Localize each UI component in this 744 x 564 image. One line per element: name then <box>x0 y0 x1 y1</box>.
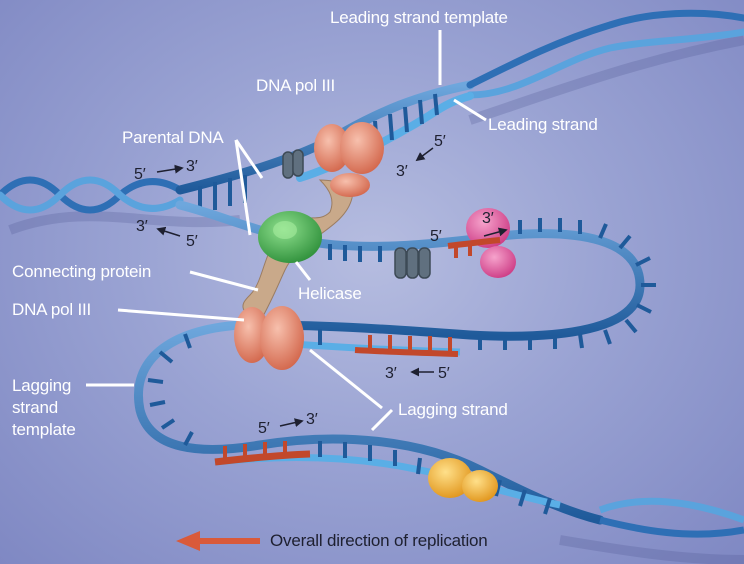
daughter-helix-b <box>598 497 744 524</box>
dna-pol-iii-lagging <box>234 306 304 370</box>
label-leading-strand-template: Leading strand template <box>330 8 508 27</box>
polarity-5-e: 5′ <box>438 365 450 382</box>
primase-primer-rungs <box>454 243 472 258</box>
polarity-3-c: 3′ <box>396 163 408 180</box>
polarity-3-d: 3′ <box>482 210 494 227</box>
polarity-3-a: 3′ <box>186 158 198 175</box>
lower-rungs <box>147 333 552 515</box>
polarity-3-e: 3′ <box>385 365 397 382</box>
label-leading-strand: Leading strand <box>488 115 598 134</box>
polarity-3-f: 3′ <box>306 411 318 428</box>
label-leaders <box>86 30 487 432</box>
overall-direction-arrow <box>176 531 260 551</box>
label-lagging-strand: Lagging strand <box>398 400 508 419</box>
label-parental-dna: Parental DNA <box>122 128 224 147</box>
polarity-5-d: 5′ <box>430 228 442 245</box>
leading-rungs <box>198 93 439 212</box>
polarity-5-c: 5′ <box>434 133 446 150</box>
lagging-loop-rungs <box>328 218 656 350</box>
label-connecting-protein: Connecting protein <box>12 262 152 281</box>
label-dna-pol-iii-top: DNA pol III <box>256 76 336 95</box>
label-dna-pol-iii-left: DNA pol III <box>12 300 92 319</box>
polarity-5-a: 5′ <box>134 166 146 183</box>
polarity-arrows <box>156 147 508 427</box>
ssb-top <box>282 149 304 179</box>
label-lagging-template-line1: Lagging <box>12 376 72 395</box>
okazaki-primer-mid <box>354 347 459 357</box>
label-helicase: Helicase <box>298 284 362 303</box>
polarity-3-b: 3′ <box>136 218 148 235</box>
dna-pol-iii-top <box>314 122 384 197</box>
dna-ligase <box>428 458 498 502</box>
dna-shadow <box>8 35 744 564</box>
lagging-strand-template-loop <box>134 320 605 525</box>
helicase-protein <box>258 211 322 263</box>
lower-primer-rungs <box>223 441 287 462</box>
polarity-5-f: 5′ <box>258 420 270 437</box>
primer-new <box>447 237 501 249</box>
label-overall-direction: Overall direction of replication <box>270 531 488 550</box>
polarity-5-b: 5′ <box>186 233 198 250</box>
parental-dna-left <box>0 176 184 214</box>
label-lagging-template-line2: strand <box>12 398 59 417</box>
ssb-middle <box>394 247 431 279</box>
label-lagging-template-line3: template <box>12 420 76 439</box>
mid-primer-rungs <box>368 335 452 353</box>
daughter-helix-a <box>599 516 744 538</box>
